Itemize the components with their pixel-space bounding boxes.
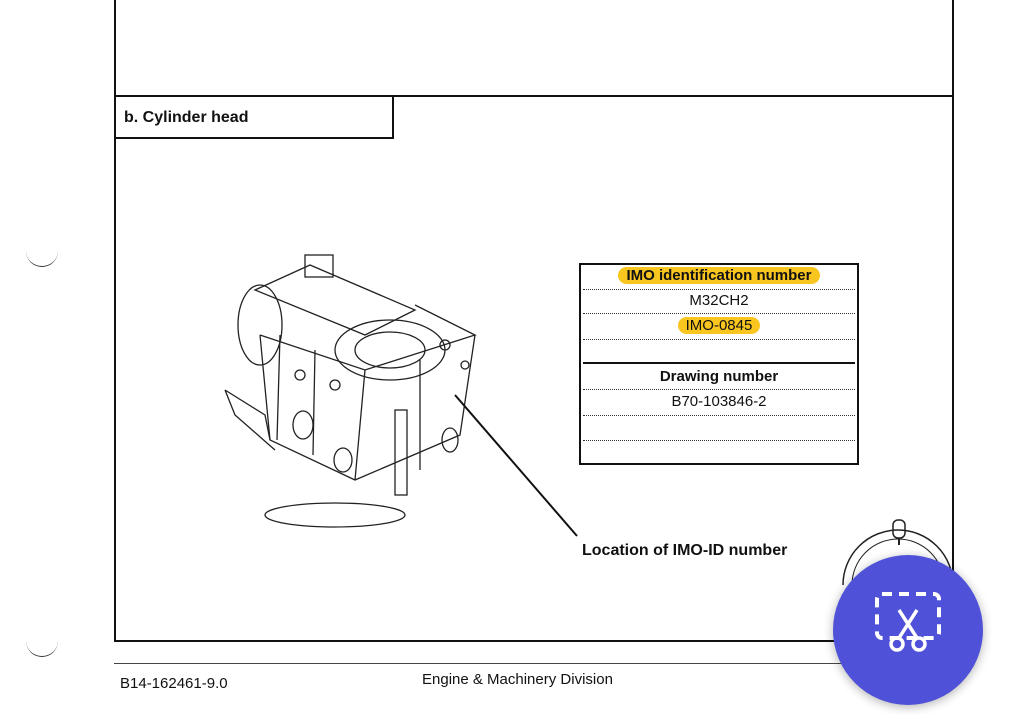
imo-id-value: IMO-0845 <box>677 317 761 334</box>
binder-hole-mark <box>26 640 58 657</box>
division-name: Engine & Machinery Division <box>422 671 613 688</box>
screenshot-crop-icon <box>875 592 941 652</box>
footer-rule <box>114 663 854 664</box>
cylinder-head-drawing <box>224 254 477 528</box>
document-number: B14-162461-9.0 <box>120 675 228 692</box>
screenshot-crop-button[interactable] <box>833 555 983 705</box>
binder-hole-mark <box>26 250 58 267</box>
page-frame <box>114 0 954 642</box>
drawing-number: B70-103846-2 <box>671 393 767 410</box>
section-label: b. Cylinder head <box>124 109 249 126</box>
imo-location-label: Location of IMO-ID number <box>582 542 788 559</box>
engine-model: M32CH2 <box>689 292 749 309</box>
top-divider <box>114 95 952 97</box>
imo-header: IMO identification number <box>618 267 820 284</box>
section-label-box: b. Cylinder head <box>116 97 394 139</box>
imo-id-table: IMO identification number M32CH2 IMO-084… <box>579 263 859 465</box>
drawing-header: Drawing number <box>659 368 779 385</box>
